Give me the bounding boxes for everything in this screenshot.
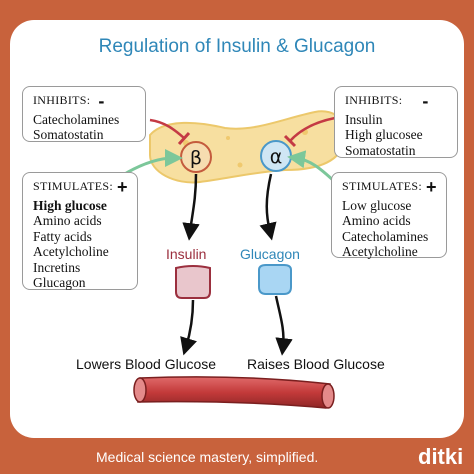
alpha-inhibits-header: Inhibits: <box>345 93 403 107</box>
list-item: Acetylcholine <box>342 244 418 259</box>
insulin-label: Insulin <box>166 246 207 262</box>
blood-vessel <box>137 376 331 409</box>
footer-bar: Medical science mastery, simplified. dit… <box>0 440 474 474</box>
beta-to-insulin-arrow <box>182 173 200 241</box>
list-item: Low glucose <box>342 197 412 213</box>
list-item: Catecholamines <box>33 111 120 127</box>
diagram-title: Regulation of Insulin & Glucagon <box>98 36 376 57</box>
beta-symbol: β <box>190 147 202 169</box>
plus-icon: + <box>116 176 128 197</box>
list-item: Somatostatin <box>345 142 416 158</box>
minus-icon: - <box>98 90 105 111</box>
list-item: Insulin <box>345 111 383 127</box>
glucagon-to-effect-arrow <box>274 295 293 356</box>
alpha-stimulates-header: Stimulates: <box>342 179 422 193</box>
alpha-inhibits-box: Inhibits: - Insulin High glucosee Somato… <box>334 86 458 158</box>
alpha-stimulates-box: Stimulates: + Low glucose Amino acids Ca… <box>331 172 447 259</box>
list-item: Somatostatin <box>33 127 104 142</box>
list-item: High glucosee <box>345 127 423 142</box>
insulin-to-effect-arrow <box>180 299 197 356</box>
inhibit-arrow-alpha <box>289 116 336 142</box>
plus-icon: + <box>425 176 437 197</box>
inhibit-arrow-beta <box>149 118 185 139</box>
list-item: Glucagon <box>33 275 86 290</box>
glucagon-label: Glucagon <box>240 246 300 262</box>
insulin-vessel <box>175 265 211 299</box>
beta-stimulates-header: Stimulates: <box>33 179 113 193</box>
tagline: Medical science mastery, simplified. <box>96 449 319 465</box>
list-item: Amino acids <box>33 213 102 228</box>
list-item: High glucose <box>33 197 107 213</box>
alpha-symbol: α <box>270 146 283 168</box>
list-item: Catecholamines <box>342 228 429 244</box>
lowers-glucose-label: Lowers Blood Glucose <box>76 356 217 372</box>
list-item: Amino acids <box>342 213 411 228</box>
beta-stimulates-box: Stimulates: + High glucose Amino acids F… <box>22 172 138 290</box>
list-item: Acetylcholine <box>33 244 109 259</box>
beta-inhibits-box: Inhibits: - Catecholamines Somatostatin <box>22 86 146 142</box>
glucagon-vessel <box>258 264 292 295</box>
raises-glucose-label: Raises Blood Glucose <box>247 356 385 372</box>
minus-icon: - <box>422 90 429 111</box>
brand-logo: ditki <box>418 444 464 469</box>
alpha-to-glucagon-arrow <box>259 173 277 241</box>
list-item: Fatty acids <box>33 228 92 244</box>
list-item: Incretins <box>33 259 81 275</box>
beta-inhibits-header: Inhibits: <box>33 93 91 107</box>
